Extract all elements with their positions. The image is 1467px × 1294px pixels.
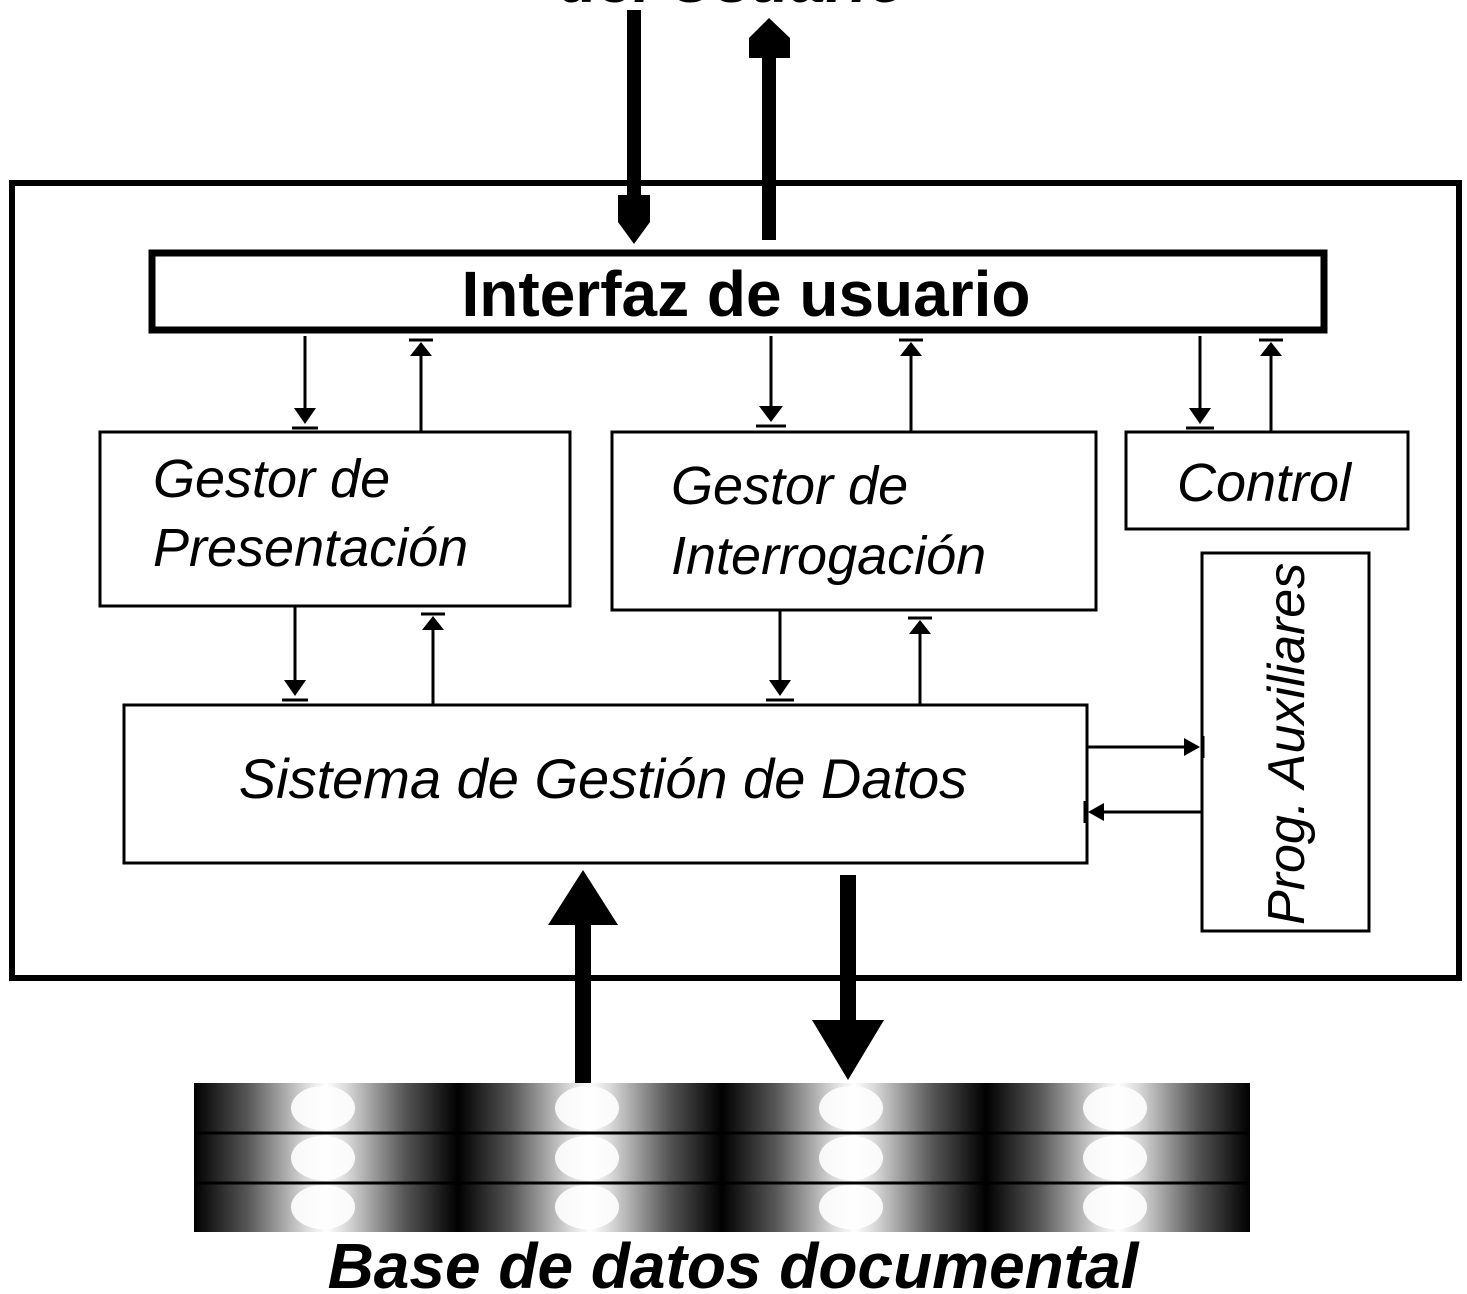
- top-label: del Usuario: [559, 0, 908, 16]
- control-label: Control: [1177, 453, 1353, 513]
- connector-interface-to-interrogation: [756, 336, 786, 428]
- auxiliary-label: Prog. Auxiliares: [1258, 563, 1316, 925]
- presentation-label-line1: Gestor de: [153, 449, 390, 509]
- connector-presentation-to-interface: [409, 338, 433, 432]
- interface-label: Interfaz de usuario: [462, 258, 1031, 330]
- connector-presentation-to-datasystem: [282, 606, 308, 702]
- interrogation-label-line1: Gestor de: [671, 456, 908, 516]
- connector-datasystem-to-presentation: [421, 612, 445, 705]
- data-system-box: [122, 703, 1089, 865]
- database-graphic: [194, 1083, 1250, 1232]
- datasystem-to-database-arrow: [812, 875, 884, 1080]
- interface-box: [148, 249, 1328, 334]
- control-box: [1124, 430, 1410, 531]
- database-to-datasystem-arrow: [548, 870, 618, 1088]
- database-label: Base de datos documental: [328, 1230, 1140, 1294]
- connector-interface-to-presentation: [292, 336, 318, 430]
- connector-interrogation-to-interface: [899, 338, 923, 432]
- connector-interface-to-control: [1186, 336, 1214, 430]
- presentation-label-line2: Presentación: [153, 518, 468, 578]
- connector-auxiliary-to-datasystem: [1083, 801, 1202, 823]
- connector-datasystem-to-interrogation: [908, 616, 932, 705]
- interrogation-box: [610, 430, 1098, 612]
- data-system-label: Sistema de Gestión de Datos: [239, 747, 967, 810]
- presentation-box: [98, 430, 572, 608]
- connector-datasystem-to-auxiliary: [1087, 736, 1205, 758]
- user-output-arrow: [749, 18, 790, 240]
- user-input-arrow: [618, 10, 650, 244]
- connector-control-to-interface: [1259, 338, 1283, 432]
- interrogation-label-line2: Interrogación: [671, 526, 986, 586]
- system-frame: [9, 180, 1462, 981]
- connector-interrogation-to-datasystem: [766, 610, 794, 702]
